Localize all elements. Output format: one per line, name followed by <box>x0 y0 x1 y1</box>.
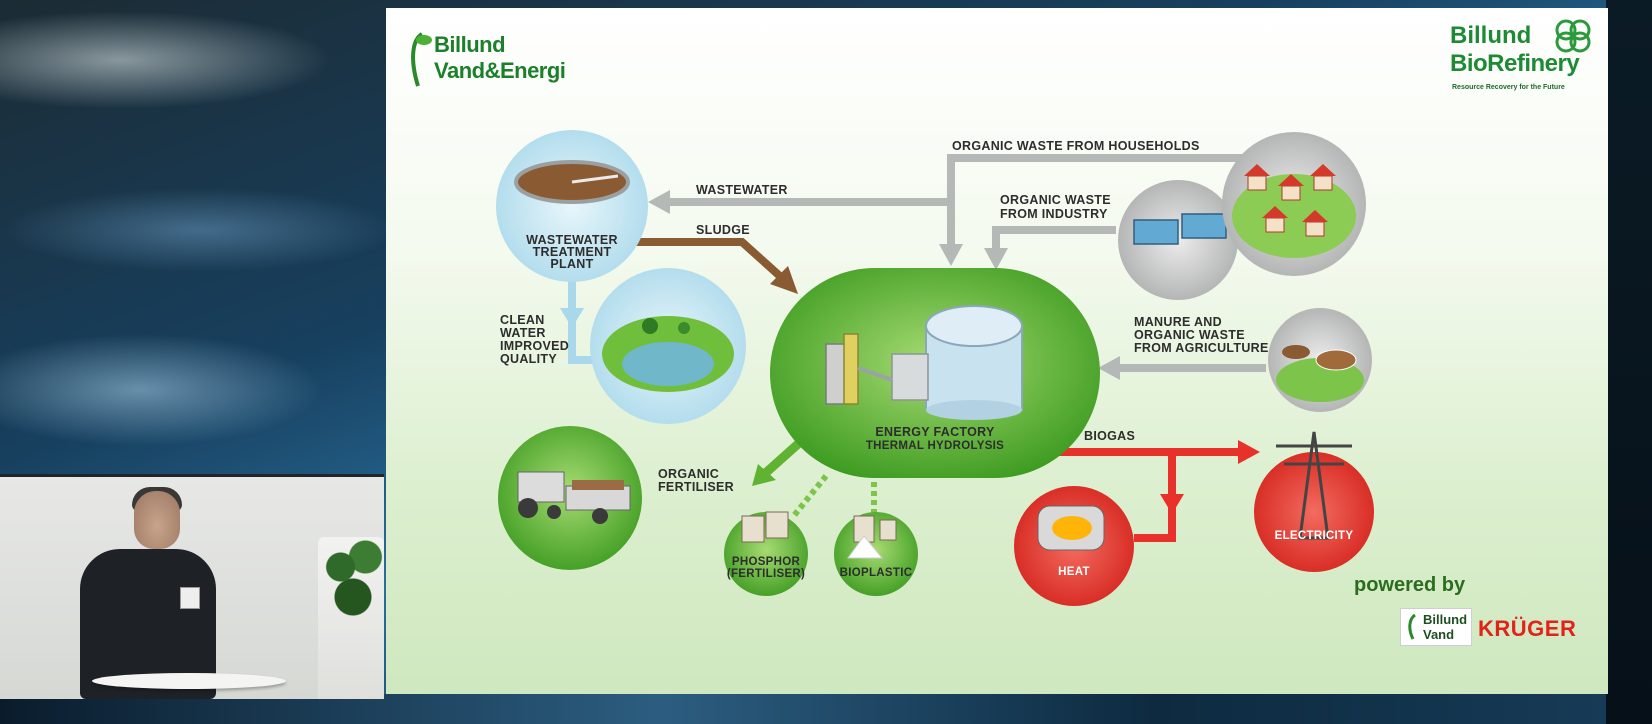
plant-leaves <box>322 527 384 627</box>
industry-building-1 <box>1133 219 1179 245</box>
arrow-sludge <box>636 238 785 281</box>
label-electricity: ELECTRICITY <box>1274 530 1354 542</box>
households-lawn <box>1232 174 1356 258</box>
house-2-roof <box>1278 174 1304 186</box>
arrowhead-heat <box>1160 494 1184 514</box>
label-clean-2: WATER <box>500 326 546 340</box>
label-wwtp-2: TREATMENT <box>532 245 612 259</box>
partner-leaf-icon <box>1408 613 1416 640</box>
arrowhead-households-factory <box>939 244 963 266</box>
pond-tree-1 <box>642 318 658 334</box>
arrowhead-electricity <box>1238 440 1260 464</box>
label-clean-3: IMPROVED <box>500 339 570 353</box>
logo-knot-icon <box>1555 19 1591 53</box>
label-organic-waste-industry-1: ORGANIC WASTE <box>1000 193 1111 207</box>
arrowhead-wastewater <box>648 190 670 214</box>
speaker-table <box>92 673 286 689</box>
dotted-phosphor <box>789 474 829 520</box>
house-2 <box>1281 185 1301 201</box>
logo-right-tagline: Resource Recovery for the Future <box>1452 84 1565 91</box>
label-sludge: SLUDGE <box>696 223 750 237</box>
arrowhead-agriculture <box>1098 356 1120 380</box>
tank-roof <box>925 305 1023 347</box>
name-badge <box>180 587 200 609</box>
house-3-roof <box>1310 164 1336 176</box>
logo-billund-biorefinery: Billund BioRefinery Resource Recovery fo… <box>1442 16 1602 96</box>
label-bioplastic: BIOPLASTIC <box>839 567 913 579</box>
factory-pipe <box>857 366 893 382</box>
label-clean-1: CLEAN <box>500 313 545 327</box>
bioplastic-bag-2 <box>879 519 897 541</box>
partner-logo-kruger: KRÜGER <box>1478 616 1577 641</box>
arrowhead-sludge <box>770 266 798 294</box>
label-clean-4: QUALITY <box>500 352 557 366</box>
industry-building-2 <box>1181 213 1227 239</box>
cow-1 <box>1315 349 1357 371</box>
label-organic-waste-industry-2: FROM INDUSTRY <box>1000 207 1108 221</box>
cow-2 <box>1282 345 1310 359</box>
house-3 <box>1313 175 1333 191</box>
heat-flame <box>1052 516 1092 540</box>
factory-column <box>843 333 859 405</box>
arrow-biogas <box>1044 448 1244 542</box>
tank-base <box>926 400 1022 420</box>
powered-by-text: powered by <box>1354 574 1466 596</box>
logo-right-line1: Billund <box>1450 22 1532 49</box>
arrowhead-clean-water-down <box>560 308 584 328</box>
logo-billund-vand-energi: Billund Vand&Energi <box>396 20 596 90</box>
pylon <box>1298 431 1330 540</box>
label-wwtp-1: WASTEWATER <box>526 233 618 247</box>
label-heat: HEAT <box>1058 566 1090 578</box>
phosphor-bag-1 <box>741 515 765 543</box>
label-biogas: BIOGAS <box>1084 429 1136 443</box>
partner-logo-billund-vand: Billund Vand <box>1400 608 1472 646</box>
logo-leaf-icon <box>411 32 432 87</box>
bioplastic-pile <box>847 535 884 559</box>
arrowhead-industry-factory <box>984 248 1008 270</box>
label-energy-factory: ENERGY FACTORY <box>875 425 995 439</box>
house-4-roof <box>1262 206 1288 218</box>
pond-water <box>622 342 714 386</box>
backdrop-right-strip <box>1606 0 1652 724</box>
trailer-load <box>572 480 624 490</box>
house-5 <box>1305 221 1325 237</box>
phosphor-bag-2 <box>765 511 789 539</box>
stage-video <box>0 474 384 699</box>
partner-1-line2: Vand <box>1423 627 1455 642</box>
label-organic-fertiliser-1: ORGANIC <box>658 467 720 481</box>
arrow-industry <box>992 226 1116 252</box>
house-1 <box>1247 175 1267 191</box>
house-4 <box>1265 217 1285 233</box>
arrowhead-fertiliser <box>752 464 776 486</box>
label-manure-1: MANURE AND <box>1134 315 1222 329</box>
presentation-slide: Billund Vand&Energi Billund BioRefinery … <box>386 8 1608 694</box>
logo-left-line2: Vand&Energi <box>434 58 566 83</box>
label-thermal-hydrolysis: THERMAL HYDROLYSIS <box>865 440 1005 452</box>
label-phosphor-2: (FERTILISER) <box>726 568 806 580</box>
label-wastewater: WASTEWATER <box>696 183 788 197</box>
label-manure-2: ORGANIC WASTE <box>1134 328 1245 342</box>
electricity-circle <box>1254 452 1374 572</box>
factory-tower <box>825 343 847 405</box>
tractor-wheel-2 <box>547 505 561 519</box>
label-organic-waste-households: ORGANIC WASTE FROM HOUSEHOLDS <box>952 139 1200 153</box>
backdrop-bottom-strip <box>0 694 1652 724</box>
partner-1-line1: Billund <box>1423 612 1468 627</box>
house-1-roof <box>1244 164 1270 176</box>
trailer-wheel <box>592 508 608 524</box>
pond-tree-2 <box>678 322 690 334</box>
logo-right-line2: BioRefinery <box>1450 50 1580 77</box>
speaker-head <box>134 491 180 549</box>
label-organic-fertiliser-2: FERTILISER <box>658 480 734 494</box>
factory-building <box>891 353 929 401</box>
tractor-wheel-1 <box>518 498 538 518</box>
process-diagram <box>496 130 1374 606</box>
tractor-body <box>517 471 565 503</box>
house-5-roof <box>1302 210 1328 222</box>
wwtp-bridge <box>571 174 619 184</box>
label-manure-3: FROM AGRICULTURE <box>1134 341 1269 355</box>
logo-left-line1: Billund <box>434 32 506 57</box>
label-phosphor-1: PHOSPHOR <box>731 556 801 568</box>
label-wwtp-3: PLANT <box>550 257 594 271</box>
